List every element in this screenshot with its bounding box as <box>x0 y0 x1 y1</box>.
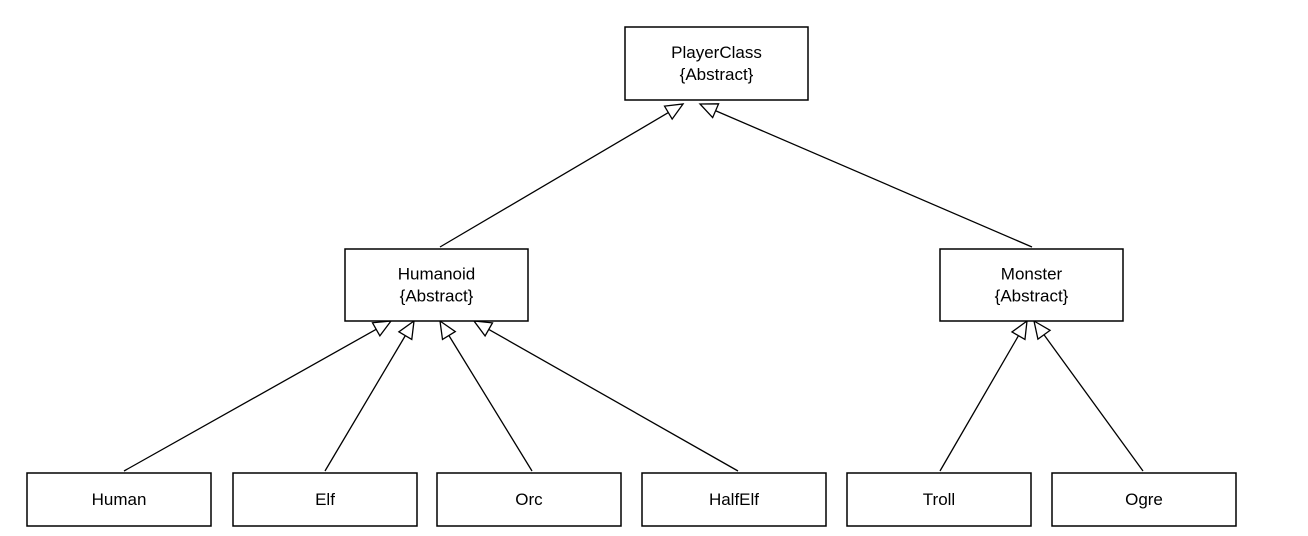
edge-line <box>123 328 377 472</box>
edge-line <box>439 112 669 248</box>
class-name-label: Ogre <box>1125 490 1163 509</box>
class-box <box>232 472 418 527</box>
generalization-edge-orc-to-humanoid <box>439 319 533 472</box>
edge-line <box>324 335 406 472</box>
class-stereotype-label: {Abstract} <box>680 65 754 84</box>
generalization-edge-human-to-humanoid <box>123 320 393 472</box>
class-node-orc[interactable]: Orc <box>436 472 622 527</box>
generalization-edge-humanoid-to-playerclass <box>439 103 685 248</box>
class-box <box>846 472 1032 527</box>
class-stereotype-label: {Abstract} <box>995 287 1069 306</box>
class-node-human[interactable]: Human <box>26 472 212 527</box>
class-stereotype-label: {Abstract} <box>400 287 474 306</box>
edge-line <box>715 110 1033 248</box>
hollow-triangle-arrowhead <box>1010 319 1028 341</box>
class-node-monster[interactable]: Monster {Abstract} <box>939 248 1124 322</box>
hollow-triangle-arrowhead <box>439 319 457 341</box>
class-node-halfelf[interactable]: HalfElf <box>641 472 827 527</box>
class-node-elf[interactable]: Elf <box>232 472 418 527</box>
edge-line <box>488 328 739 472</box>
class-name-label: Monster <box>1001 265 1063 284</box>
class-name-label: Troll <box>923 490 955 509</box>
class-box <box>939 248 1124 322</box>
generalization-edge-troll-to-monster <box>939 319 1028 472</box>
class-name-label: Elf <box>315 490 335 509</box>
generalization-edge-elf-to-humanoid <box>324 319 415 472</box>
edge-line <box>1043 334 1144 472</box>
class-box <box>1051 472 1237 527</box>
hollow-triangle-arrowhead <box>1033 319 1052 341</box>
edge-line <box>448 335 533 472</box>
class-box <box>436 472 622 527</box>
generalization-edge-monster-to-playerclass <box>698 103 1033 248</box>
class-name-label: Orc <box>515 490 543 509</box>
class-name-label: Human <box>92 490 147 509</box>
class-node-ogre[interactable]: Ogre <box>1051 472 1237 527</box>
class-node-humanoid[interactable]: Humanoid {Abstract} <box>344 248 529 322</box>
nodes-layer: PlayerClass{Abstract}Humanoid{Abstract}M… <box>26 26 1237 527</box>
class-name-label: Humanoid <box>398 265 476 284</box>
class-box <box>344 248 529 322</box>
class-name-label: PlayerClass <box>671 43 762 62</box>
class-node-playerclass[interactable]: PlayerClass {Abstract} <box>624 26 809 101</box>
class-box <box>641 472 827 527</box>
edges-layer <box>123 103 1144 472</box>
class-node-troll[interactable]: Troll <box>846 472 1032 527</box>
generalization-edge-halfelf-to-humanoid <box>472 320 739 472</box>
hollow-triangle-arrowhead <box>371 320 393 338</box>
hollow-triangle-arrowhead <box>663 103 685 121</box>
class-box <box>624 26 809 101</box>
hollow-triangle-arrowhead <box>397 319 415 341</box>
class-name-label: HalfElf <box>709 490 759 509</box>
class-box <box>26 472 212 527</box>
hollow-triangle-arrowhead <box>472 320 494 338</box>
edge-line <box>939 335 1020 472</box>
generalization-edge-ogre-to-monster <box>1033 319 1144 472</box>
hollow-triangle-arrowhead <box>698 103 720 119</box>
